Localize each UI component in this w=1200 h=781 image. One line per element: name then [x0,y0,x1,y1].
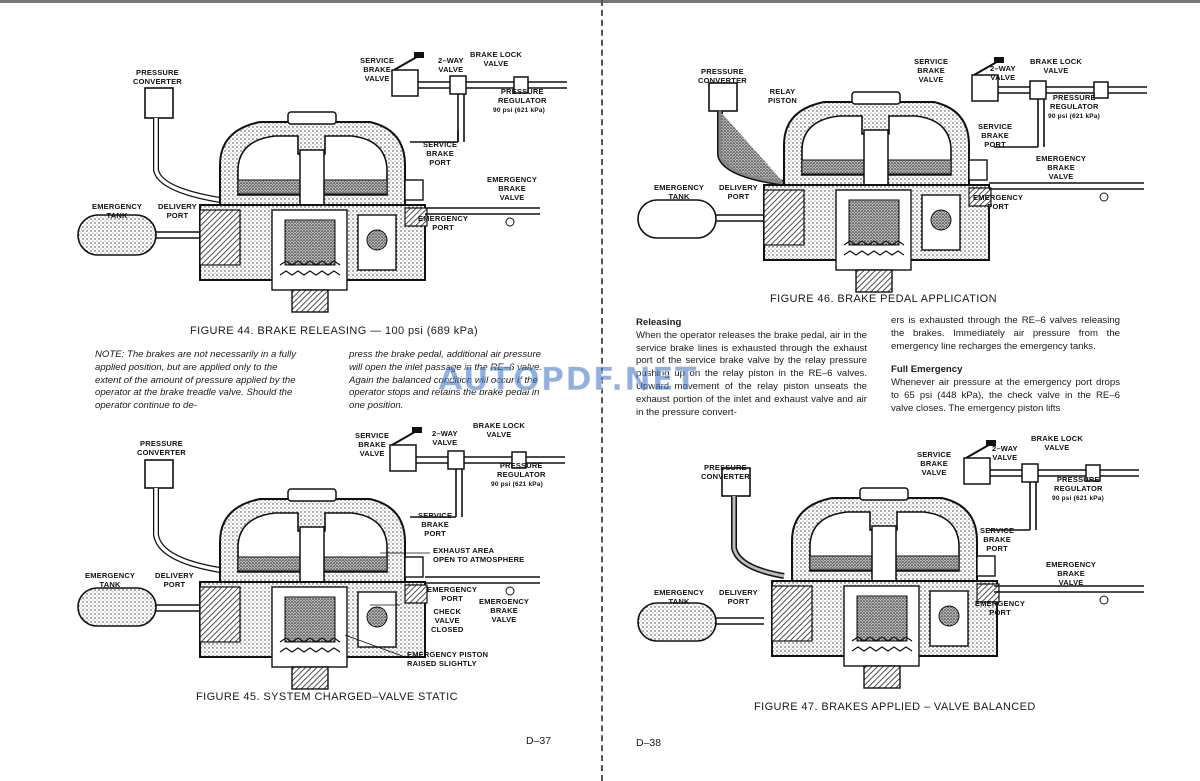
fig45-label-regulator-psi: 90 psi (621 kPa) [491,481,543,488]
page-gutter [601,0,605,781]
scan-top-edge [0,0,1200,3]
fig44-label-regulator-psi: 90 psi (621 kPa) [493,107,545,114]
releasing-heading: Releasing [636,317,682,328]
fig47-label-regulator-psi: 90 psi (621 kPa) [1052,495,1104,502]
page-number-right: D–38 [636,737,662,749]
releasing-paragraph: When the operator releases the brake ped… [636,329,867,418]
figure-44-diagram [77,51,568,313]
figure-46-caption: FIGURE 46. BRAKE PEDAL APPLICATION [770,293,997,305]
figure-45-diagram [77,426,566,690]
note-paragraph-column-1: NOTE: The brakes are not necessarily in … [95,349,297,412]
full-emergency-heading: Full Emergency [891,364,963,376]
figure-47-caption: FIGURE 47. BRAKES APPLIED – VALVE BALANC… [754,701,1036,713]
releasing-continued-paragraph: ers is exhausted through the RE–6 valves… [891,315,1120,352]
note-paragraph-column-2: press the brake pedal, additional air pr… [349,349,543,412]
figure-46-diagram [637,56,1148,293]
watermark-text: AUTOPDF.NET [438,360,698,399]
releasing-section: Releasing When the operator releases the… [636,317,867,419]
figure-47-diagram [637,439,1144,689]
fig46-label-regulator-psi: 90 psi (621 kPa) [1048,113,1100,120]
page-number-left: D–37 [526,735,552,747]
figure-45-caption: FIGURE 45. SYSTEM CHARGED–VALVE STATIC [196,691,458,703]
figure-44-caption: FIGURE 44. BRAKE RELEASING — 100 psi (68… [190,325,479,337]
right-column-text: ers is exhausted through the RE–6 valves… [891,315,1120,416]
full-emergency-paragraph: Whenever air pressure at the emergency p… [891,377,1120,414]
